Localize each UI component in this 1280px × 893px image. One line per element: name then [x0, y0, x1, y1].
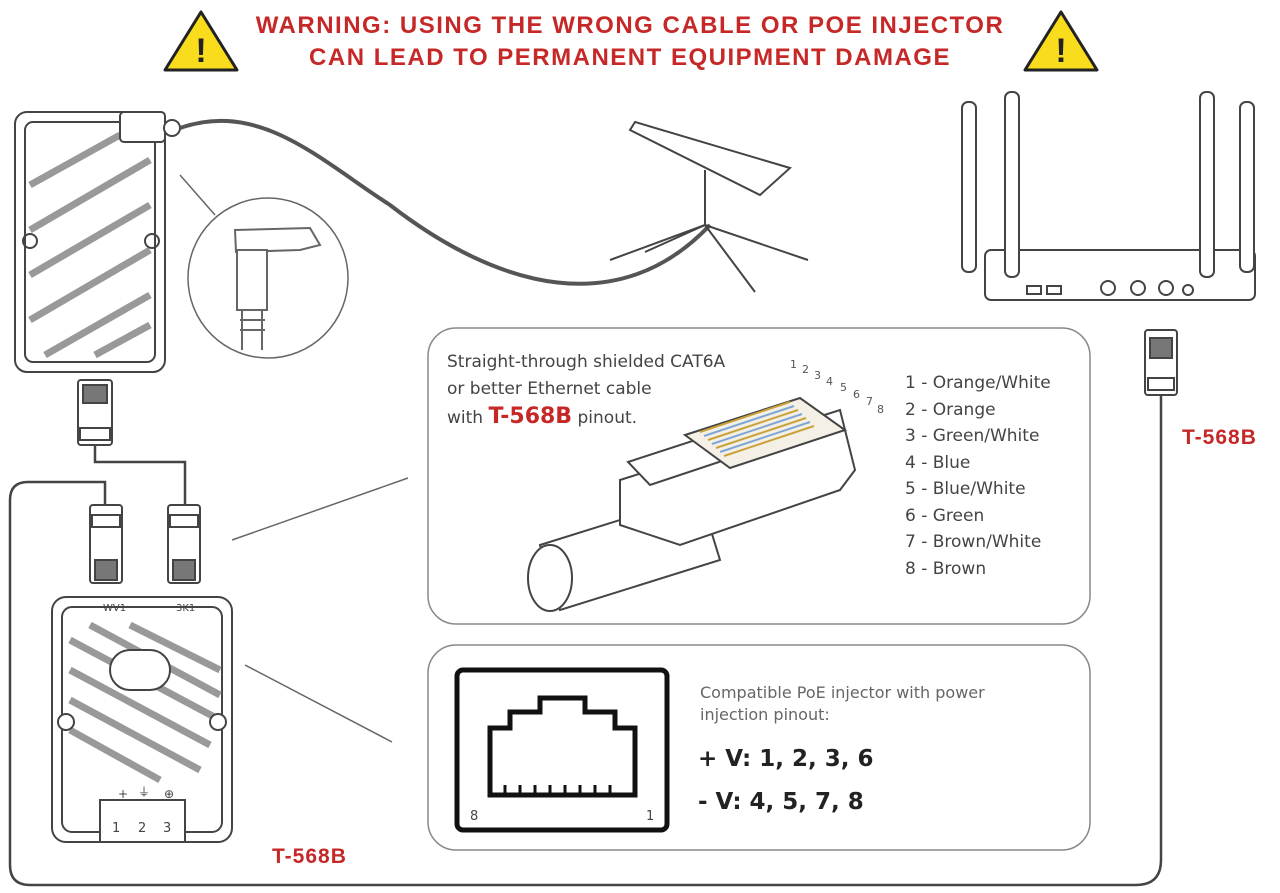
- warning-icon-left: !: [163, 10, 239, 72]
- cable-desc-suffix: pinout.: [577, 408, 638, 428]
- rj45-plug-pair: [89, 504, 201, 584]
- pinout-item: 4 - Blue: [905, 452, 971, 473]
- svg-text:WV1: WV1: [103, 603, 126, 614]
- rj45-jack-icon: 8 1: [454, 667, 670, 833]
- t568b-label-right: T-568B: [1182, 426, 1257, 449]
- svg-text:1: 1: [790, 358, 797, 371]
- svg-text:4: 4: [826, 375, 833, 388]
- poe-plus-v: + V: 1, 2, 3, 6: [698, 746, 874, 772]
- router-cable: [8, 396, 1163, 887]
- rj45-plug-illustration: [527, 396, 857, 612]
- warning-line-2: CAN LEAD TO PERMANENT EQUIPMENT DAMAGE: [309, 44, 951, 71]
- svg-text:3: 3: [163, 821, 171, 836]
- link-cable: [93, 446, 187, 505]
- svg-text:1: 1: [112, 821, 120, 836]
- svg-text:3: 3: [814, 369, 821, 382]
- pin-number-labels: 1 2 3 4 5 6 7 8: [790, 358, 884, 416]
- svg-text:2: 2: [802, 363, 809, 376]
- pinout-item: 1 - Orange/White: [905, 373, 1051, 393]
- svg-text:8: 8: [877, 403, 884, 416]
- svg-text:!: !: [1055, 32, 1066, 70]
- svg-text:1: 1: [646, 809, 654, 824]
- rj45-plug-right: [1144, 329, 1178, 396]
- dish-cable: [179, 118, 712, 286]
- leader-line-cable: [231, 477, 409, 541]
- pinout-list: 1 - Orange/White 2 - Orange 3 - Green/Wh…: [905, 370, 1051, 582]
- connector-zoom-circle: [179, 174, 349, 359]
- svg-text:3K1: 3K1: [176, 603, 195, 614]
- svg-text:7: 7: [866, 395, 873, 408]
- pinout-item: 2 - Orange: [905, 399, 996, 420]
- satellite-dish-icon: [609, 120, 809, 293]
- cable-description: Straight-through shielded CAT6A or bette…: [447, 349, 725, 432]
- router-icon: [961, 91, 1256, 301]
- cable-pinout-name: T-568B: [488, 404, 573, 429]
- leader-line-poe: [244, 664, 393, 743]
- power-supply-box-bottom: WV1 3K1 + ⏚ ⊕ 1 2 3: [51, 596, 233, 843]
- warning-line-1: WARNING: USING THE WRONG CABLE OR POE IN…: [255, 12, 1005, 39]
- svg-text:⏚: ⏚: [138, 785, 150, 799]
- svg-text:2: 2: [138, 821, 146, 836]
- poe-description: Compatible PoE injector with power injec…: [700, 682, 985, 726]
- pinout-item: 5 - Blue/White: [905, 479, 1026, 499]
- pinout-item: 6 - Green: [905, 505, 985, 526]
- cable-desc-line3: with T-568B pinout.: [447, 403, 725, 432]
- poe-desc-line1: Compatible PoE injector with power: [700, 683, 985, 702]
- svg-text:6: 6: [853, 388, 860, 401]
- svg-text:8: 8: [470, 809, 478, 824]
- svg-text:⊕: ⊕: [164, 787, 174, 801]
- svg-text:!: !: [195, 32, 206, 70]
- poe-minus-v: - V: 4, 5, 7, 8: [698, 789, 864, 815]
- power-supply-box-top: [14, 111, 181, 373]
- cable-desc-line1: Straight-through shielded CAT6A: [447, 352, 726, 372]
- t568b-label-bottom: T-568B: [272, 845, 347, 868]
- svg-text:+: +: [118, 787, 128, 801]
- pinout-item: 3 - Green/White: [905, 426, 1040, 446]
- cable-desc-line2: or better Ethernet cable: [447, 379, 652, 399]
- pinout-item: 7 - Brown/White: [905, 532, 1042, 552]
- pinout-item: 8 - Brown: [905, 558, 987, 579]
- cable-desc-with: with: [447, 408, 484, 428]
- warning-icon-right: !: [1023, 10, 1099, 72]
- poe-desc-line2: injection pinout:: [700, 705, 830, 724]
- rj45-plug-top: [77, 379, 113, 446]
- svg-text:5: 5: [840, 381, 847, 394]
